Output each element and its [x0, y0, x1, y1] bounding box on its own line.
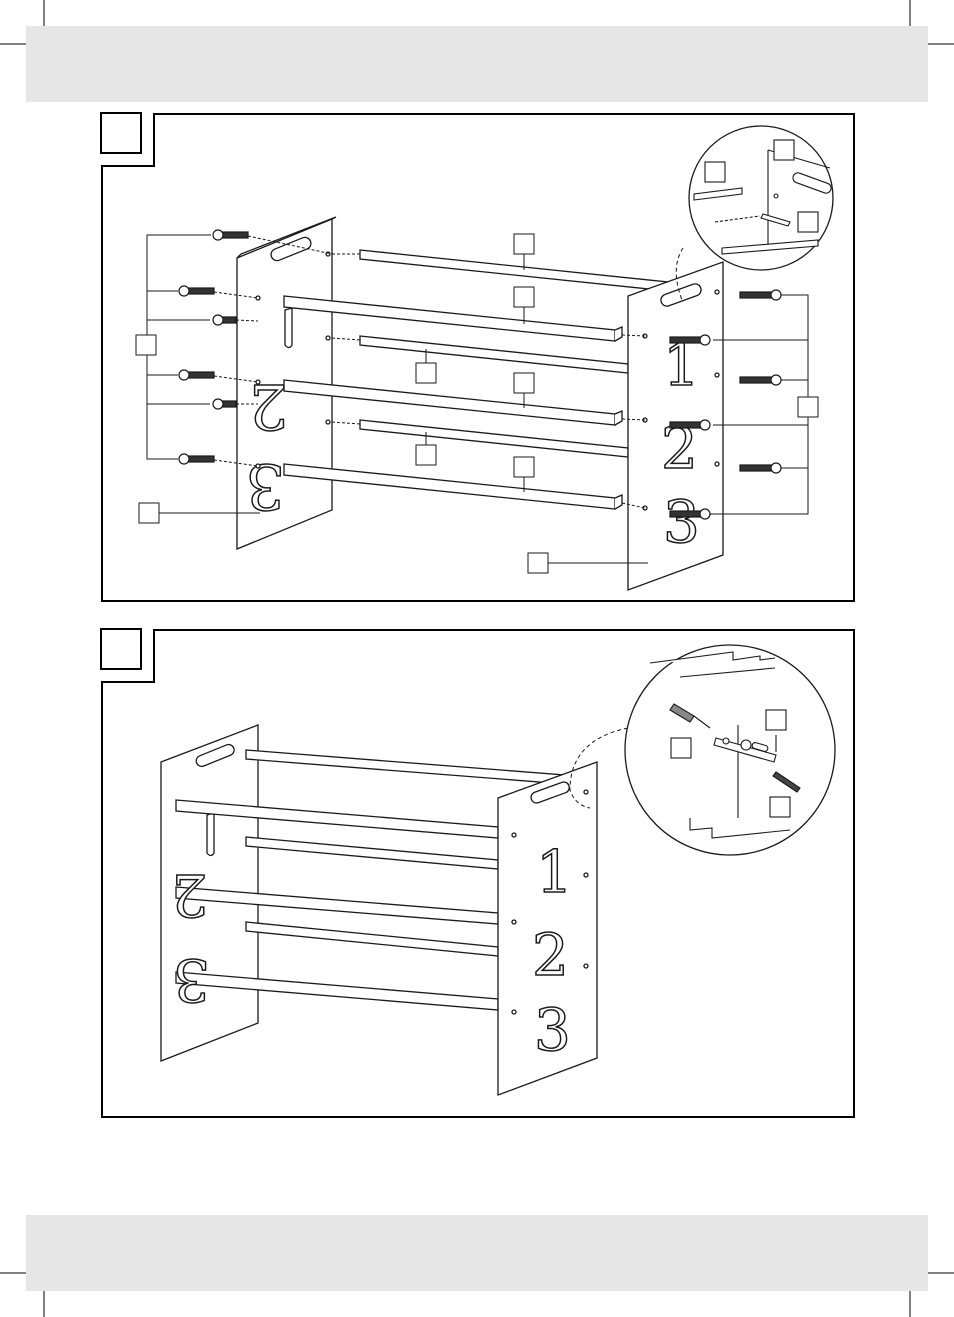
screw-icon	[669, 508, 711, 520]
screw-icon	[772, 771, 801, 793]
step2-digit-3: 3	[534, 996, 571, 1064]
step2-left-digit-2: 3	[173, 946, 210, 1014]
assembled-rack: 1 2 3 2 3	[160, 724, 598, 1096]
screws-left-leaders	[213, 235, 333, 467]
screw-icon	[178, 285, 215, 297]
screw-icon	[669, 419, 711, 431]
screw-icon	[212, 314, 237, 326]
screw-icon	[178, 369, 215, 381]
wall-plug-icon	[669, 703, 711, 729]
screw-icon	[212, 398, 237, 410]
screws-left	[178, 229, 249, 465]
header-band	[26, 26, 928, 102]
shelf-rails	[283, 249, 669, 510]
screw-icon	[739, 289, 782, 301]
left-upright-digit-1: 2	[249, 370, 288, 443]
screw-icon	[178, 453, 215, 465]
step2-digit-2: 2	[532, 921, 569, 989]
step1-number-box	[100, 112, 142, 154]
screw-icon	[212, 229, 249, 241]
step1-panel: 2 3 1 2 3	[100, 112, 855, 602]
screw-icon	[669, 334, 711, 346]
wall-mount-detail	[569, 644, 836, 856]
screws-right	[669, 289, 782, 520]
left-upright-digit-2: 3	[246, 450, 285, 523]
step1-labels	[135, 233, 819, 574]
footer-band	[26, 1215, 928, 1291]
screw-icon	[739, 462, 782, 474]
right-upright-digit-3: 3	[663, 488, 700, 556]
step2-panel: 1 2 3 2 3	[100, 628, 855, 1118]
step2-number-box	[100, 628, 142, 670]
step2-digit-1: 1	[536, 838, 573, 906]
screw-icon	[739, 374, 782, 386]
mounting-bracket-icon	[713, 737, 777, 763]
shelf-guides	[331, 253, 646, 509]
detail-magnifier-icon	[675, 125, 834, 301]
step2-left-digit-1: 2	[171, 861, 208, 929]
